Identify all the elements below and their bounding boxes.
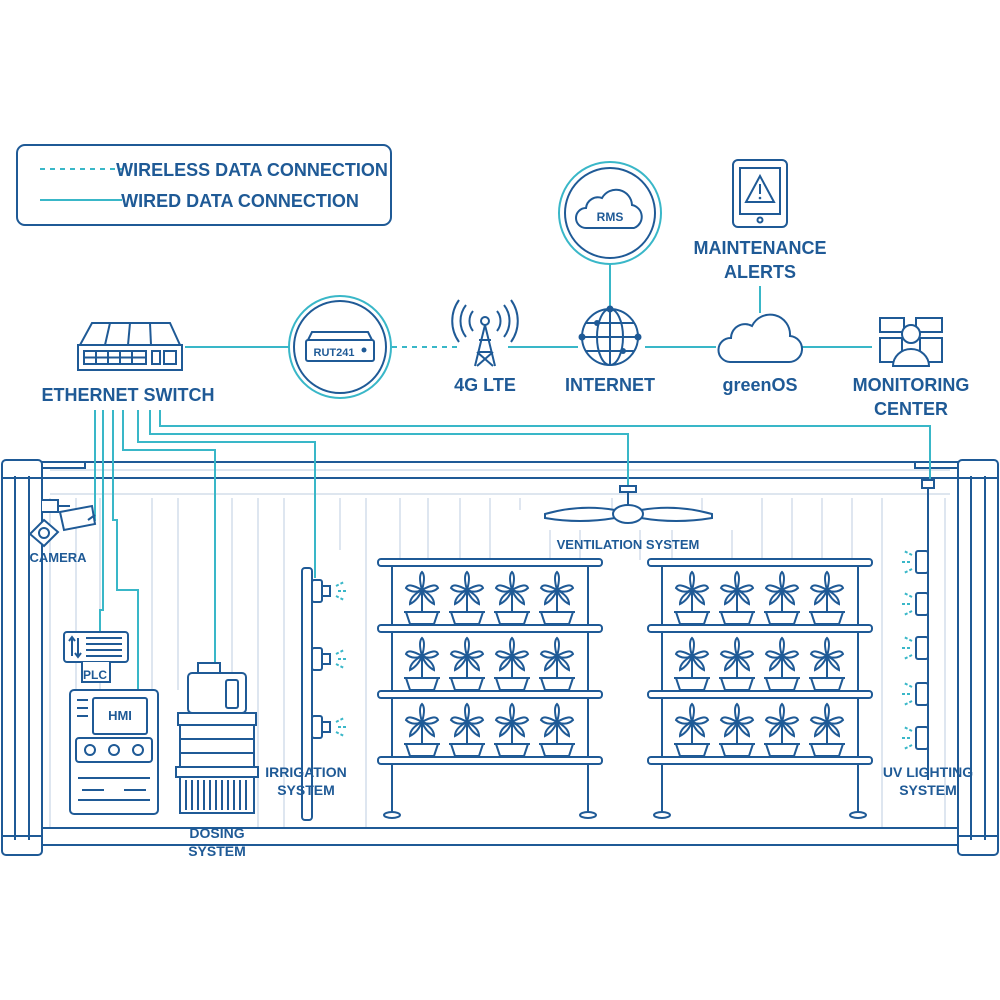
plant-icon [539, 570, 575, 625]
internet-label: INTERNET [565, 375, 655, 395]
maintenance-label-line2: ALERTS [724, 262, 796, 282]
shelf [377, 690, 603, 699]
uv-lamp-icon [900, 550, 929, 574]
tablet-alert-icon [732, 159, 788, 228]
sprinkler-icon [311, 715, 348, 739]
legend-wired-label: WIRED DATA CONNECTION [121, 191, 359, 211]
plant-icon [674, 636, 710, 691]
irrigation-label-line1: IRRIGATION [265, 764, 346, 780]
fan-icon [544, 485, 713, 524]
shelf [377, 558, 603, 567]
uv-lamp-icon [900, 682, 929, 706]
camera-label: CAMERA [29, 550, 87, 565]
rack-2 [647, 558, 873, 819]
rack-foot [383, 811, 401, 819]
globe-icon [578, 305, 642, 366]
monitoring-center-icon [879, 317, 943, 367]
legend: WIRELESS DATA CONNECTION WIRED DATA CONN… [16, 144, 392, 226]
plant-icon [674, 702, 710, 757]
plant-icon [809, 636, 845, 691]
maintenance-label-line1: MAINTENANCE [694, 238, 827, 258]
sprinkler-icon [311, 579, 348, 603]
uv-lighting-system [900, 479, 935, 780]
plc-label: PLC [83, 668, 107, 682]
router-label: RUT241 [314, 347, 355, 359]
uv-lighting-label-line2: SYSTEM [899, 782, 957, 798]
hmi-icon [69, 689, 159, 815]
rack-foot [849, 811, 867, 819]
plant-icon [719, 702, 755, 757]
plant-icon [404, 570, 440, 625]
plant-shelves [377, 558, 873, 819]
switch-cables [88, 410, 931, 690]
rack-1 [377, 558, 603, 819]
shelf [377, 756, 603, 765]
plant-icon [404, 636, 440, 691]
sprinkler-icon [311, 647, 348, 671]
monitoring-label-line2: CENTER [874, 399, 948, 419]
plant-icon [449, 570, 485, 625]
plant-icon [539, 636, 575, 691]
uv-lamp-icon [900, 636, 929, 660]
uv-lighting-label-line1: UV LIGHTING [883, 764, 973, 780]
plant-icon [494, 636, 530, 691]
rms-label: RMS [597, 210, 624, 224]
plant-icon [539, 702, 575, 757]
shelf [647, 624, 873, 633]
plant-icon [719, 570, 755, 625]
plant-icon [449, 702, 485, 757]
plc-icon [63, 631, 129, 683]
plant-icon [494, 570, 530, 625]
plant-icon [809, 702, 845, 757]
shelf [647, 756, 873, 765]
uv-lamp-icon [900, 726, 929, 750]
lte-label: 4G LTE [454, 375, 516, 395]
rack-foot [653, 811, 671, 819]
rack-foot [579, 811, 597, 819]
irrigation-label-line2: SYSTEM [277, 782, 335, 798]
hmi-label: HMI [108, 708, 132, 723]
ventilation-label: VENTILATION SYSTEM [557, 537, 700, 552]
shelf [377, 624, 603, 633]
cloud-icon [717, 313, 803, 364]
ethernet-switch-icon [77, 322, 183, 371]
plant-icon [674, 570, 710, 625]
container-structure [1, 459, 999, 856]
irrigation-system [301, 567, 348, 821]
greenos-label: greenOS [722, 375, 797, 395]
plant-icon [764, 570, 800, 625]
plant-icon [449, 636, 485, 691]
shelf [647, 558, 873, 567]
dosing-tank-icon [175, 662, 259, 814]
cell-tower-icon [451, 299, 519, 367]
dosing-label-line1: DOSING [189, 825, 244, 841]
monitoring-label-line1: MONITORING [853, 375, 970, 395]
plant-icon [719, 636, 755, 691]
shelf [647, 690, 873, 699]
plant-icon [809, 570, 845, 625]
camera-icon [28, 499, 97, 548]
plant-icon [764, 636, 800, 691]
dosing-label-line2: SYSTEM [188, 843, 246, 859]
router-icon [288, 295, 392, 399]
plant-icon [494, 702, 530, 757]
ethernet-switch-label: ETHERNET SWITCH [42, 385, 215, 405]
legend-wireless-label: WIRELESS DATA CONNECTION [116, 160, 388, 180]
plant-icon [404, 702, 440, 757]
rms-cloud-icon [558, 161, 662, 265]
plant-icon [764, 702, 800, 757]
network-links [185, 263, 872, 348]
uv-lamp-icon [900, 592, 929, 616]
